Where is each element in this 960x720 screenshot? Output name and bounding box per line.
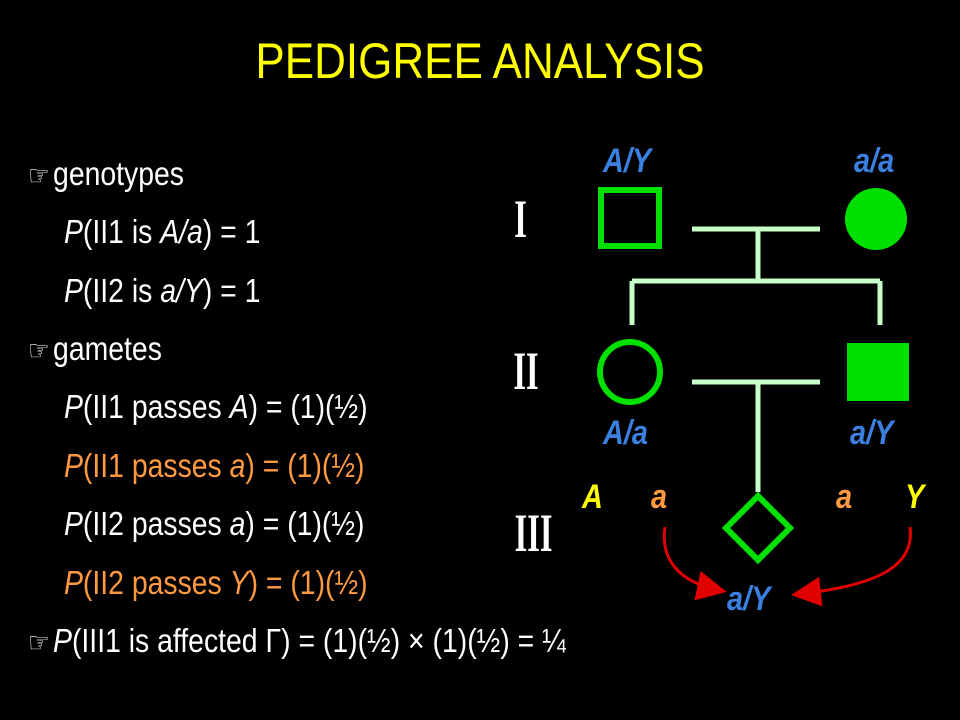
- gen-ii-female-carrier: [597, 339, 663, 405]
- gamma-symbol: Γ: [265, 622, 282, 659]
- gamete-label-Y: Y: [905, 478, 925, 516]
- gen-iii-child-diamond: [721, 491, 795, 565]
- pointing-hand-icon: ☞: [28, 160, 50, 191]
- arrow-maternal-gamete: [662, 526, 727, 601]
- prob-ii1-genotype: P(II1 is A/a) = 1: [64, 213, 261, 250]
- gamete-label-a-maternal: a: [651, 478, 668, 516]
- genotype-iii-child: a/Y: [727, 580, 771, 618]
- prob-ii1-passes-a: P(II1 passes a) = (1)(½): [64, 447, 365, 484]
- bullet-label: gametes: [53, 330, 162, 367]
- genotype-i-father: A/Y: [603, 142, 652, 180]
- generation-label-i: I: [514, 189, 527, 249]
- pointing-hand-icon: ☞: [28, 627, 50, 658]
- arrow-paternal-gamete: [791, 526, 912, 607]
- bullet-genotypes: ☞genotypes: [28, 155, 184, 193]
- page-title: PEDIGREE ANALYSIS: [255, 33, 705, 89]
- generation-label-ii: II: [513, 341, 539, 401]
- prob-ii2-passes-Y: P(II2 passes Y) = (1)(½): [64, 564, 368, 601]
- gen-ii-male-affected: [847, 343, 909, 401]
- gamete-label-A: A: [582, 478, 603, 516]
- bullet-label: genotypes: [53, 155, 185, 192]
- prob-ii1-passes-A: P(II1 passes A) = (1)(½): [64, 388, 368, 425]
- gen-i-female-affected: [845, 188, 907, 250]
- generation-label-iii: III: [514, 503, 553, 563]
- genotype-i-mother: a/a: [854, 142, 895, 180]
- genotype-ii-father: a/Y: [850, 414, 894, 452]
- genotype-ii-mother: A/a: [603, 414, 648, 452]
- bullet-gametes: ☞gametes: [28, 330, 162, 368]
- prob-ii2-genotype: P(II2 is a/Y) = 1: [64, 272, 261, 309]
- gen-i-male-unaffected: [598, 187, 662, 249]
- gamete-label-a-paternal: a: [836, 478, 853, 516]
- pedigree-lines: [629, 226, 883, 492]
- prob-iii1-affected: ☞P(III1 is affected Γ) = (1)(½) × (1)(½)…: [28, 622, 566, 659]
- pointing-hand-icon: ☞: [28, 335, 50, 366]
- prob-ii2-passes-a: P(II2 passes a) = (1)(½): [64, 505, 365, 542]
